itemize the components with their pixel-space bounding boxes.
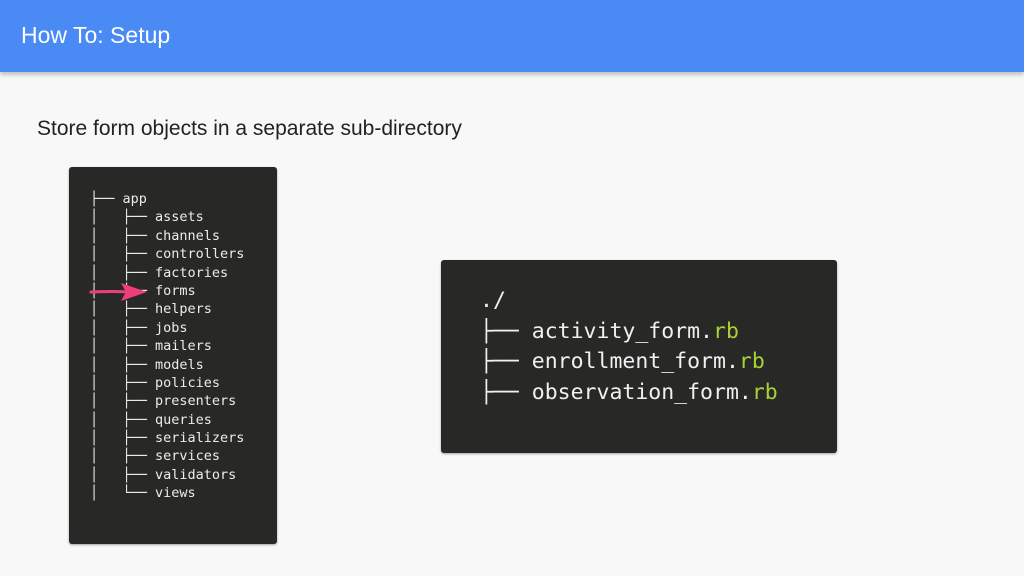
header-bar: How To: Setup [0, 0, 1024, 72]
tree-branch: │ ├── [90, 393, 156, 410]
file-extension: rb [713, 318, 739, 344]
tree-branch: │ ├── [90, 227, 156, 244]
file-item-observation-form: ├── observation_form.rb [480, 378, 778, 409]
tree-item-label: presenters [155, 393, 237, 410]
tree-item-serializers: │ ├── serializers [90, 429, 244, 447]
tree-item-models: │ ├── models [90, 356, 244, 374]
tree-branch: ├── [480, 379, 532, 405]
file-extension: rb [738, 349, 765, 374]
tree-item-app: ├── app [90, 190, 244, 208]
tree-item-label: jobs [155, 319, 188, 336]
directory-tree: ├── app │ ├── assets │ ├── channels │ ├─… [90, 190, 244, 503]
form-files-panel: ./ ├── activity_form.rb ├── enrollment_f… [441, 260, 837, 453]
tree-item-views: │ └── views [90, 484, 244, 502]
slide-subtitle: Store form objects in a separate sub-dir… [37, 117, 462, 140]
tree-item-label: channels [155, 227, 221, 244]
file-name: activity_form. [531, 318, 713, 344]
tree-item-label: models [155, 356, 204, 373]
file-extension: rb [751, 379, 778, 405]
tree-item-channels: │ ├── channels [90, 227, 244, 245]
tree-branch: │ └── [90, 485, 156, 502]
tree-item-mailers: │ ├── mailers [90, 337, 244, 355]
tree-item-label: controllers [155, 246, 245, 263]
tree-branch: │ ├── [90, 246, 156, 263]
tree-branch: │ ├── [90, 448, 156, 465]
arrow-shaft [89, 290, 131, 294]
tree-branch: │ ├── [90, 319, 156, 336]
tree-item-label: assets [155, 209, 204, 226]
tree-item-label: queries [155, 411, 212, 428]
tree-item-label: validators [155, 466, 237, 483]
tree-item-policies: │ ├── policies [90, 374, 244, 392]
directory-tree-panel: ├── app │ ├── assets │ ├── channels │ ├─… [69, 167, 277, 544]
tree-branch: ├── [480, 318, 532, 344]
tree-item-assets: │ ├── assets [90, 208, 244, 226]
tree-item-services: │ ├── services [90, 447, 244, 465]
tree-branch: │ ├── [90, 356, 156, 373]
tree-item-queries: │ ├── queries [90, 411, 244, 429]
arrow-head [121, 283, 147, 301]
tree-branch: ├── [90, 191, 123, 207]
tree-item-label: services [155, 448, 221, 465]
tree-item-label: helpers [155, 301, 212, 318]
form-files-list: ./ ├── activity_form.rb ├── enrollment_f… [480, 286, 778, 408]
tree-branch: │ ├── [90, 338, 156, 355]
tree-branch: │ ├── [90, 374, 156, 391]
arrow-right-icon [89, 283, 147, 301]
tree-item-jobs: │ ├── jobs [90, 319, 244, 337]
file-item-activity-form: ├── activity_form.rb [480, 317, 778, 348]
tree-item-label: serializers [155, 430, 245, 447]
tree-item-label: factories [155, 264, 229, 281]
page-title: How To: Setup [21, 22, 171, 48]
tree-item-label: policies [155, 374, 221, 391]
tree-branch: │ ├── [90, 411, 156, 428]
tree-item-controllers: │ ├── controllers [90, 245, 244, 263]
forms-root: ./ [480, 288, 506, 313]
tree-item-presenters: │ ├── presenters [90, 392, 244, 410]
tree-item-validators: │ ├── validators [90, 466, 244, 484]
tree-branch: │ ├── [90, 264, 156, 281]
tree-branch: │ ├── [90, 466, 156, 483]
tree-branch: ├── [480, 349, 532, 374]
file-name: enrollment_form. [531, 349, 739, 374]
tree-branch: │ ├── [90, 209, 156, 226]
tree-item-factories: │ ├── factories [90, 264, 244, 282]
tree-branch: │ ├── [90, 430, 156, 447]
tree-item-label: views [155, 485, 196, 502]
file-item-enrollment-form: ├── enrollment_form.rb [480, 347, 778, 378]
tree-branch: │ ├── [90, 301, 156, 318]
tree-item-label: app [122, 191, 147, 207]
tree-item-helpers: │ ├── helpers [90, 300, 244, 318]
file-name: observation_form. [531, 379, 752, 405]
tree-item-label: forms [155, 282, 196, 299]
tree-item-label: mailers [155, 338, 212, 355]
